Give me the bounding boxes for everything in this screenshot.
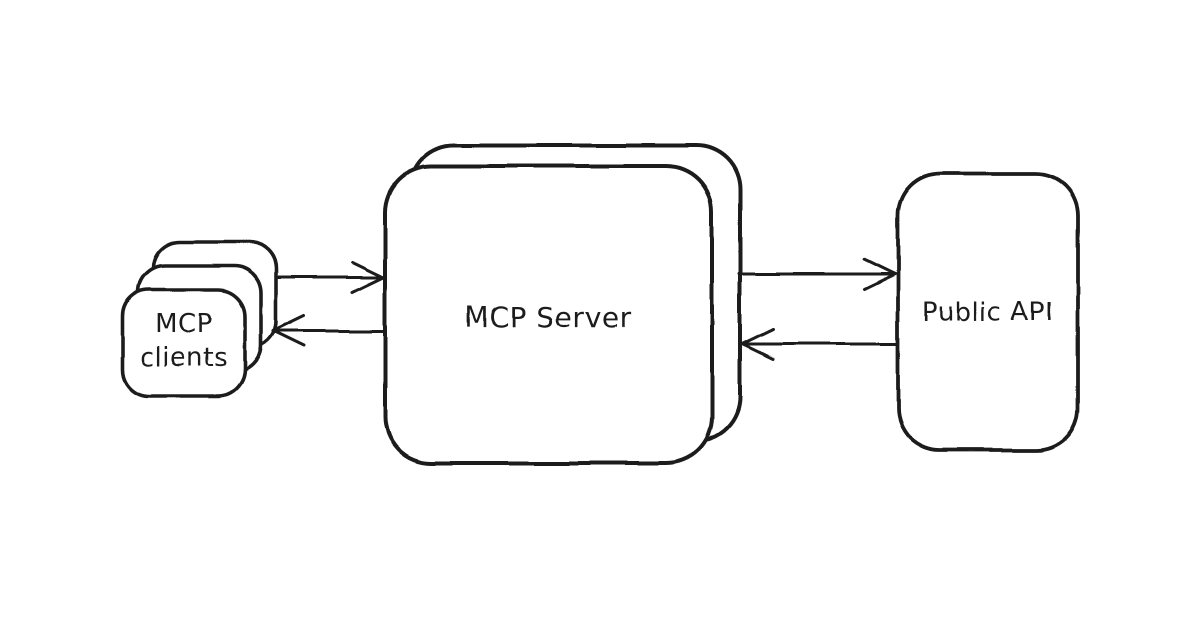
public-api-box xyxy=(896,172,1080,452)
arrow-clients-to-server xyxy=(274,260,385,294)
mcp-clients-label-line2: clients xyxy=(140,343,228,373)
public-api-node xyxy=(896,172,1080,452)
arrows-layer xyxy=(271,257,899,361)
public-api-label: Public API xyxy=(922,298,1053,328)
shapes-layer xyxy=(120,143,1080,465)
arrow-server-to-api xyxy=(737,257,897,291)
labels-layer: MCP clients MCP Server Public API xyxy=(140,298,1053,373)
mcp-server-node xyxy=(383,143,742,465)
mcp-server-label: MCP Server xyxy=(465,301,631,334)
mcp-server-box-front xyxy=(383,164,714,465)
arrow-server-to-clients xyxy=(271,314,387,348)
mcp-clients-card-front xyxy=(120,288,247,398)
arrow-api-to-server xyxy=(740,327,899,361)
mcp-clients-label-line1: MCP xyxy=(155,309,213,339)
mcp-clients-node xyxy=(120,240,278,398)
